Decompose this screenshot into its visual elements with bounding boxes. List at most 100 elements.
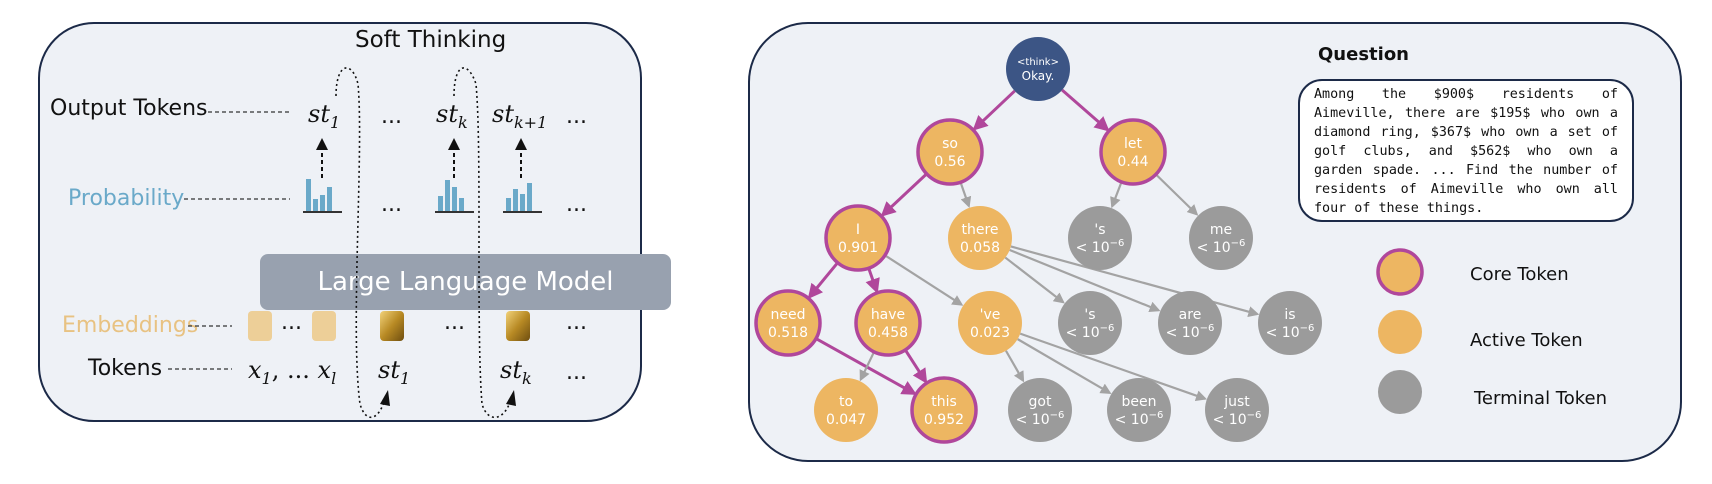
tree-edge-need-this — [815, 337, 917, 395]
tree-node-I: I0.901 — [824, 204, 892, 272]
tree-node-prob: 0.058 — [960, 240, 1000, 256]
tree-edge-root-so — [972, 89, 1016, 131]
probability-label: Probability — [68, 186, 185, 211]
tree-edge-so-there — [959, 181, 972, 208]
tree-node-got: got< 10−6 — [1008, 378, 1072, 442]
tree-node-prob: 0.458 — [868, 325, 908, 341]
tree-node-word: have — [871, 307, 905, 323]
soft-embedding-2 — [506, 311, 530, 341]
tree-node-word: to — [839, 394, 853, 410]
hist1-bar — [306, 179, 311, 211]
root-node-line2: Okay. — [1022, 69, 1055, 83]
tree-node-prob: 0.56 — [934, 154, 965, 170]
tree-edge-I-have — [865, 267, 880, 294]
tree-node-word: need — [771, 307, 806, 323]
tree-node-word: 's — [1094, 222, 1105, 238]
tree-node-word: 's — [1084, 307, 1095, 323]
hist3-bar — [520, 194, 525, 211]
tree-node-word: 've — [980, 307, 1001, 323]
tree-node-prob: 0.44 — [1117, 154, 1148, 170]
output-tokens-label: Output Tokens — [50, 96, 208, 121]
tree-node-to: to0.047 — [814, 378, 878, 442]
tree-edge-there-s2 — [1004, 256, 1065, 304]
tree-node-word: let — [1124, 136, 1143, 152]
tree-node-have: have 0.458 — [854, 289, 922, 357]
hist2-bar — [452, 187, 457, 211]
feedback-loop-st1 — [335, 67, 385, 419]
tree-node-prob: 0.023 — [970, 325, 1010, 341]
probability-histogram-3 — [503, 183, 542, 213]
feedback-loop-st1-head — [380, 390, 390, 406]
probability-histogram-1 — [303, 179, 342, 213]
feedback-loop-stk — [453, 67, 511, 419]
tree-node-word: are — [1179, 307, 1202, 323]
hist3-bar — [527, 183, 532, 211]
tree-edge-there-is — [1010, 245, 1260, 317]
tree-node-are: are< 10−6 — [1158, 291, 1222, 355]
question-text: Among the $900$ residents of Aimeville, … — [1314, 87, 1618, 216]
hist2-bar — [445, 180, 450, 211]
tree-edge-I-need — [807, 261, 839, 300]
hist3-bar — [513, 189, 518, 211]
input-ellipsis: ... — [566, 360, 587, 385]
tree-edge-root-let — [1061, 88, 1110, 132]
tree-node-word: I — [856, 222, 860, 238]
tree-node-need: need 0.518 — [754, 289, 822, 357]
tree-node-prob: 0.518 — [768, 325, 808, 341]
output-ellipsis-1: ... — [381, 104, 402, 129]
hist1-bar — [320, 195, 325, 211]
tree-node-ve: 've 0.023 — [958, 291, 1022, 355]
tree-node-word: me — [1210, 222, 1232, 238]
tree-node-prob: 0.952 — [924, 412, 964, 428]
embedding-ellipsis-3: ... — [566, 310, 587, 335]
tree-node-word: this — [931, 394, 957, 410]
probability-ellipsis-1: ... — [381, 192, 402, 217]
input-token-prompt: x1, ... xl — [248, 356, 337, 388]
soft-embedding-1 — [380, 311, 404, 341]
output-token-st1: st1 — [308, 100, 341, 132]
output-token-stk1: stk+1 — [492, 100, 548, 132]
tree-node-just: just< 10−6 — [1205, 378, 1269, 442]
prompt-embedding-2 — [312, 311, 336, 341]
tree-edge-ve-got — [1004, 350, 1025, 383]
tree-edge-let-s1 — [1110, 181, 1123, 209]
soft-thinking-panel — [38, 22, 642, 422]
tree-node-let: let 0.44 — [1099, 118, 1167, 186]
tree-node-me: me< 10−6 — [1189, 206, 1253, 270]
tree-edge-ve-been — [1017, 338, 1112, 394]
input-token-stk: stk — [500, 356, 532, 388]
probability-histogram-2 — [435, 180, 474, 213]
tree-node-this: this 0.952 — [910, 376, 978, 444]
legend-terminal-swatch — [1378, 370, 1422, 414]
tree-node-so: so 0.56 — [916, 118, 984, 186]
tree-node-s2: 's< 10−6 — [1058, 291, 1122, 355]
output-token-stk: stk — [436, 100, 468, 132]
tree-edge-let-me — [1155, 173, 1199, 216]
root-node-line1: <think> — [1017, 57, 1059, 68]
embedding-ellipsis-1: ... — [281, 310, 302, 335]
hist2-bar — [438, 196, 443, 211]
tree-root-node: <think>Okay. — [1006, 37, 1070, 101]
prompt-embedding-1 — [248, 311, 272, 341]
hist1-bar — [327, 187, 332, 211]
tree-edge-ve-just — [1019, 332, 1208, 401]
feedback-loop-stk-head — [506, 390, 516, 406]
tree-edge-I-ve — [884, 254, 964, 306]
question-box: Among the $900$ residents of Aimeville, … — [1298, 79, 1634, 222]
tree-edge-have-to — [859, 351, 876, 382]
tree-edge-have-this — [904, 349, 928, 384]
hist1-bar — [313, 199, 318, 211]
tree-node-word: just — [1223, 394, 1250, 410]
tree-node-word: so — [942, 136, 958, 152]
input-token-st1: st1 — [378, 356, 411, 388]
hist3-bar — [506, 198, 511, 211]
legend-active-swatch — [1378, 310, 1422, 354]
tree-node-s1: 's< 10−6 — [1068, 206, 1132, 270]
tree-node-word: is — [1284, 307, 1295, 323]
legend-core-label: Core Token — [1470, 264, 1569, 285]
tree-edge-so-I — [880, 172, 928, 217]
